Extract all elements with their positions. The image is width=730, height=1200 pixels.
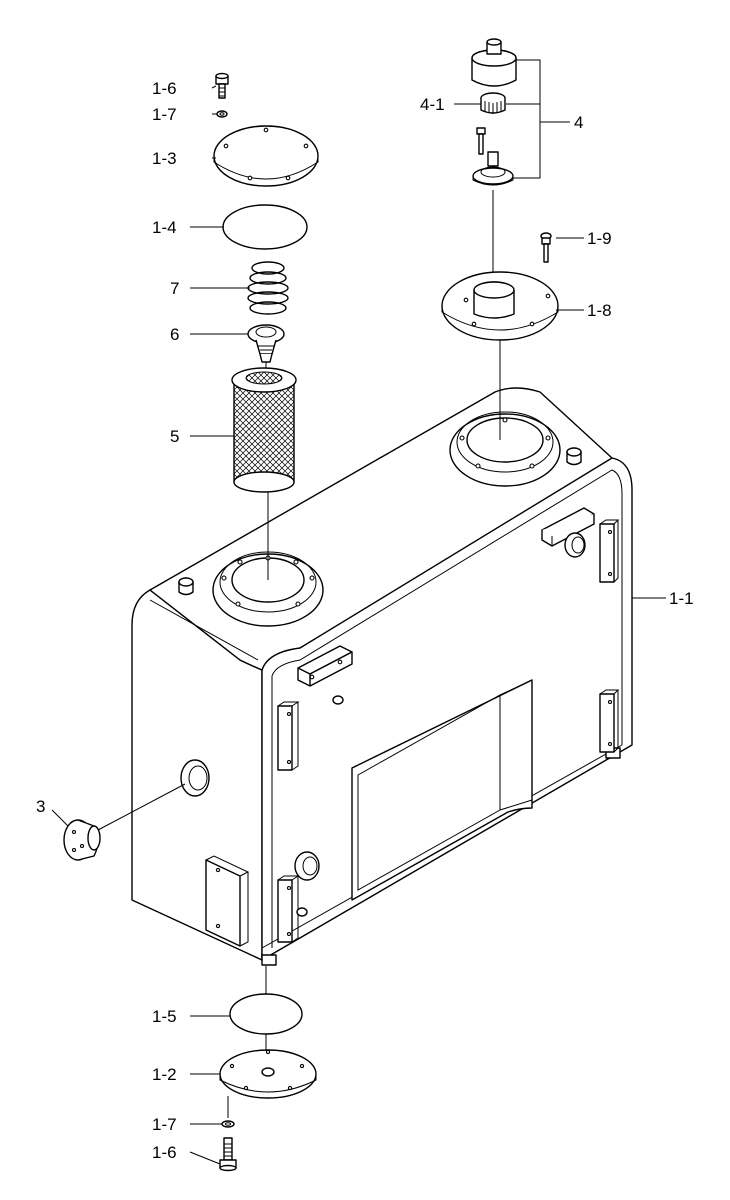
- bypass-valve: [247, 324, 285, 368]
- tank-body: [131, 387, 633, 966]
- label-1-8: 1-8: [587, 301, 612, 320]
- bolt-bottom: [219, 1137, 237, 1172]
- filter-element: [231, 367, 297, 580]
- label-5: 5: [170, 427, 179, 446]
- label-6: 6: [170, 325, 179, 344]
- label-1-7-top: 1-7: [152, 105, 177, 124]
- label-1-9: 1-9: [587, 229, 612, 248]
- bottom-gasket: [229, 966, 303, 1035]
- filter-cover-plate: [213, 125, 319, 187]
- label-7: 7: [170, 279, 179, 298]
- bolt-top: [215, 72, 229, 99]
- label-1-2: 1-2: [152, 1065, 177, 1084]
- label-1-3: 1-3: [152, 149, 177, 168]
- label-1-6-top: 1-6: [152, 79, 177, 98]
- breather-assembly: [471, 38, 570, 282]
- label-1-5: 1-5: [152, 1007, 177, 1026]
- label-1-6-bottom: 1-6: [152, 1143, 177, 1162]
- label-4-1: 4-1: [420, 95, 445, 114]
- drain-plug: [63, 783, 186, 861]
- label-1-1: 1-1: [669, 589, 694, 608]
- o-ring-gasket: [222, 204, 308, 250]
- label-4: 4: [574, 113, 583, 132]
- label-1-7-bottom: 1-7: [152, 1115, 177, 1134]
- screw-1-9: [540, 232, 552, 263]
- top-boss-right: [566, 447, 582, 466]
- top-boss-left: [178, 577, 194, 596]
- leader-lines: [51, 85, 666, 1165]
- label-3: 3: [36, 797, 45, 816]
- breather-mount-plate: [441, 271, 559, 440]
- bottom-cover-plate: [219, 1034, 317, 1099]
- spring: [247, 261, 289, 315]
- washer-bottom: [221, 1096, 235, 1128]
- washer-top: [216, 110, 228, 118]
- label-1-4: 1-4: [152, 218, 177, 237]
